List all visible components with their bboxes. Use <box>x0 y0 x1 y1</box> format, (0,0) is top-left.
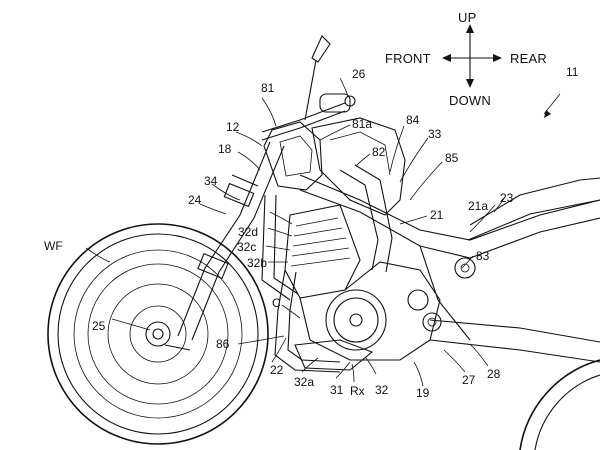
ref-label-32: 32 <box>375 383 389 397</box>
ref-label-28: 28 <box>487 367 501 381</box>
ref-label-c: C <box>272 296 281 310</box>
frame <box>261 174 600 341</box>
ref-label-21a: 21a <box>468 199 489 213</box>
ref-label-21: 21 <box>430 208 444 222</box>
leader-lines <box>85 77 561 387</box>
ref-label-24: 24 <box>188 193 202 207</box>
ref-label-31: 31 <box>330 383 344 397</box>
engine <box>284 204 476 361</box>
ref-label-wf: WF <box>44 239 63 253</box>
direction-compass <box>442 24 502 88</box>
ref-label-85: 85 <box>445 151 459 165</box>
ref-label-81a: 81a <box>352 117 373 131</box>
ref-label-22: 22 <box>270 363 284 377</box>
ref-label-23: 23 <box>500 191 514 205</box>
ref-label-33: 33 <box>428 127 442 141</box>
headlight-assembly <box>263 121 323 191</box>
ref-label-25: 25 <box>92 319 106 333</box>
ref-label-86: 86 <box>216 337 230 351</box>
ref-label-32c: 32c <box>237 240 257 254</box>
fuel-tank <box>311 117 406 273</box>
ref-label-32b: 32b <box>247 256 268 270</box>
front-wheel <box>47 223 269 445</box>
front-fork <box>164 141 285 351</box>
swingarm <box>422 312 600 363</box>
ref-label-18: 18 <box>218 142 232 156</box>
direction-up-label: UP <box>458 10 477 25</box>
skid-plate <box>294 339 374 371</box>
ref-label-27: 27 <box>462 373 476 387</box>
seat <box>467 177 600 241</box>
ref-label-82: 82 <box>372 145 386 159</box>
ref-label-32a: 32a <box>294 375 315 389</box>
ref-label-83: 83 <box>476 249 490 263</box>
ref-label-19: 19 <box>416 386 430 400</box>
ref-label-rx: Rx <box>350 384 365 398</box>
ref-label-26: 26 <box>352 67 366 81</box>
ref-label-84: 84 <box>406 113 420 127</box>
ref-label-34: 34 <box>204 174 218 188</box>
ref-label-12: 12 <box>226 120 240 134</box>
direction-front-label: FRONT <box>385 51 431 66</box>
direction-rear-label: REAR <box>510 51 547 66</box>
ref-label-81: 81 <box>261 81 275 95</box>
handlebar <box>261 35 356 141</box>
direction-down-label: DOWN <box>449 93 491 108</box>
ref-label-11: 11 <box>566 65 579 79</box>
rear-wheel <box>519 359 600 450</box>
ref-label-32d: 32d <box>238 225 259 239</box>
